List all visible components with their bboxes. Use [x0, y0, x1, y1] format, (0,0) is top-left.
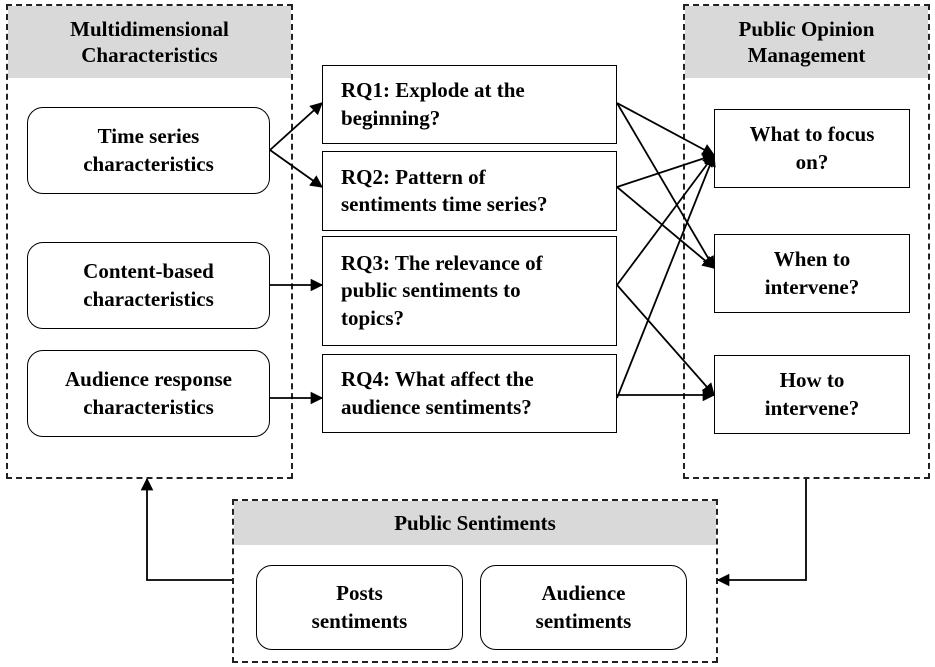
public-opinion-group: Public Opinion Management	[683, 4, 930, 479]
public-sentiments-header: Public Sentiments	[234, 501, 716, 545]
arrow-time-series-to-rq2	[269, 149, 324, 188]
public-sentiments-group: Public Sentiments	[232, 499, 718, 663]
arrow-sentiments-to-multidimensional	[140, 477, 232, 581]
arrow-rq4-to-focus	[616, 153, 716, 399]
how-to-intervene-box: How to intervene?	[714, 355, 910, 434]
arrow-rq3-to-focus	[616, 153, 715, 286]
multidimensional-group: Multidimensional Characteristics	[6, 4, 293, 479]
when-to-intervene-box: When to intervene?	[714, 234, 910, 313]
arrow-rq1-to-focus	[616, 102, 716, 156]
arrow-rq3-to-how	[616, 284, 715, 396]
posts-sentiments-box: Posts sentiments	[256, 565, 463, 650]
arrow-time-series-to-rq1	[269, 102, 323, 151]
what-to-focus-box: What to focus on?	[714, 109, 910, 188]
rq2-box: RQ2: Pattern of sentiments time series?	[322, 151, 617, 231]
arrow-rq2-to-when	[616, 186, 715, 269]
rq1-box: RQ1: Explode at the beginning?	[322, 65, 617, 144]
audience-response-box: Audience response characteristics	[27, 350, 270, 437]
public-opinion-header: Public Opinion Management	[685, 6, 928, 78]
multidimensional-header: Multidimensional Characteristics	[8, 6, 291, 78]
audience-sentiments-box: Audience sentiments	[480, 565, 687, 650]
time-series-box: Time series characteristics	[27, 107, 270, 194]
arrow-rq1-to-when	[616, 102, 715, 270]
content-based-box: Content-based characteristics	[27, 242, 270, 329]
arrow-opinion-to-sentiments	[716, 479, 807, 587]
rq3-box: RQ3: The relevance of public sentiments …	[322, 236, 617, 346]
arrow-rq2-to-focus	[616, 152, 716, 188]
rq4-box: RQ4: What affect the audience sentiments…	[322, 354, 617, 433]
